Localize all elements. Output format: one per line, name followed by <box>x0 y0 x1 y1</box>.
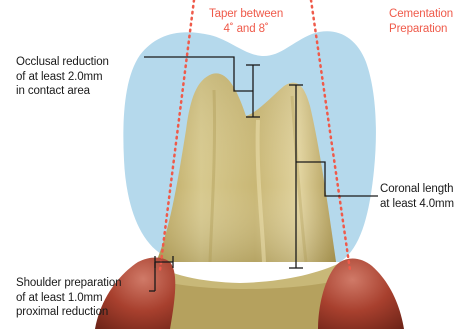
taper-label: Taper between 4˚ and 8˚ <box>209 7 283 36</box>
shoulder-preparation-label: Shoulder preparation of at least 1.0mm p… <box>16 276 121 320</box>
coronal-length-label: Coronal length at least 4.0mm <box>380 182 454 211</box>
occlusal-reduction-label: Occlusal reduction of at least 2.0mm in … <box>16 55 109 99</box>
cementation-label: Cementation Preparation <box>389 7 453 36</box>
